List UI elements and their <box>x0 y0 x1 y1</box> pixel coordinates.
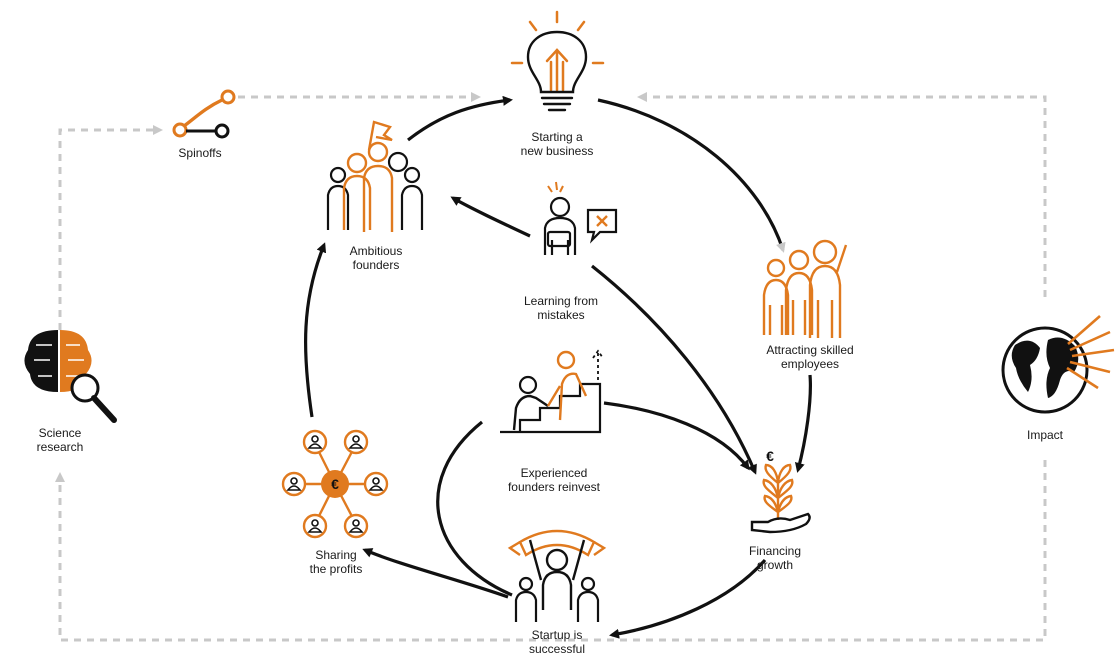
label-line: successful <box>528 642 586 656</box>
node-financing-growth: Financing growth <box>730 544 820 572</box>
globe-icon <box>1001 315 1115 414</box>
label-line: Learning from <box>523 294 599 308</box>
node-spinoffs: Spinoffs <box>160 146 240 160</box>
label-line: Science <box>38 426 82 440</box>
learning-icon <box>543 181 618 255</box>
cycle-arrows <box>303 95 812 639</box>
label-line: employees <box>780 357 840 371</box>
label-line: Startup is <box>531 628 583 642</box>
label-line: founders reinvest <box>507 480 601 494</box>
label-line: Impact <box>1026 428 1063 442</box>
node-starting-business: Starting a new business <box>497 130 617 158</box>
plant-money-icon: € <box>750 448 811 534</box>
label-line: Financing <box>748 544 802 558</box>
node-sharing-profits: Sharing the profits <box>286 548 386 576</box>
network-euro-icon: € <box>281 429 389 539</box>
label-line: new business <box>520 144 594 158</box>
node-science-research: Science research <box>20 426 100 454</box>
label-line: research <box>36 440 84 454</box>
label-line: Ambitious <box>349 244 403 258</box>
node-ambitious-founders: Ambitious founders <box>326 244 426 272</box>
node-experienced-founders: Experienced founders reinvest <box>484 466 624 494</box>
label-line: Spinoffs <box>178 146 222 160</box>
label-line: growth <box>756 558 794 572</box>
trophy-people-icon <box>507 529 607 622</box>
founders-flag-icon <box>326 120 424 232</box>
svg-text:€: € <box>331 476 339 492</box>
svg-text:€: € <box>766 448 774 464</box>
node-attracting-employees: Attracting skilled employees <box>745 343 875 371</box>
label-line: mistakes <box>537 308 585 322</box>
node-impact: Impact <box>1005 428 1085 442</box>
brain-magnifier-icon <box>24 330 117 423</box>
label-line: Attracting skilled <box>766 343 854 357</box>
label-line: the profits <box>309 562 363 576</box>
spinoff-icon <box>172 89 236 139</box>
label-line: Sharing <box>315 548 357 562</box>
lightbulb-icon <box>510 10 605 112</box>
stairs-help-icon <box>500 349 604 434</box>
employees-icon <box>762 239 848 338</box>
node-startup-successful: Startup is successful <box>510 628 604 656</box>
label-line: founders <box>352 258 400 272</box>
label-line: Experienced <box>520 466 588 480</box>
node-learning-mistakes: Learning from mistakes <box>506 294 616 322</box>
label-line: Starting a <box>531 130 583 144</box>
dashed-outer-loop <box>55 92 1047 642</box>
